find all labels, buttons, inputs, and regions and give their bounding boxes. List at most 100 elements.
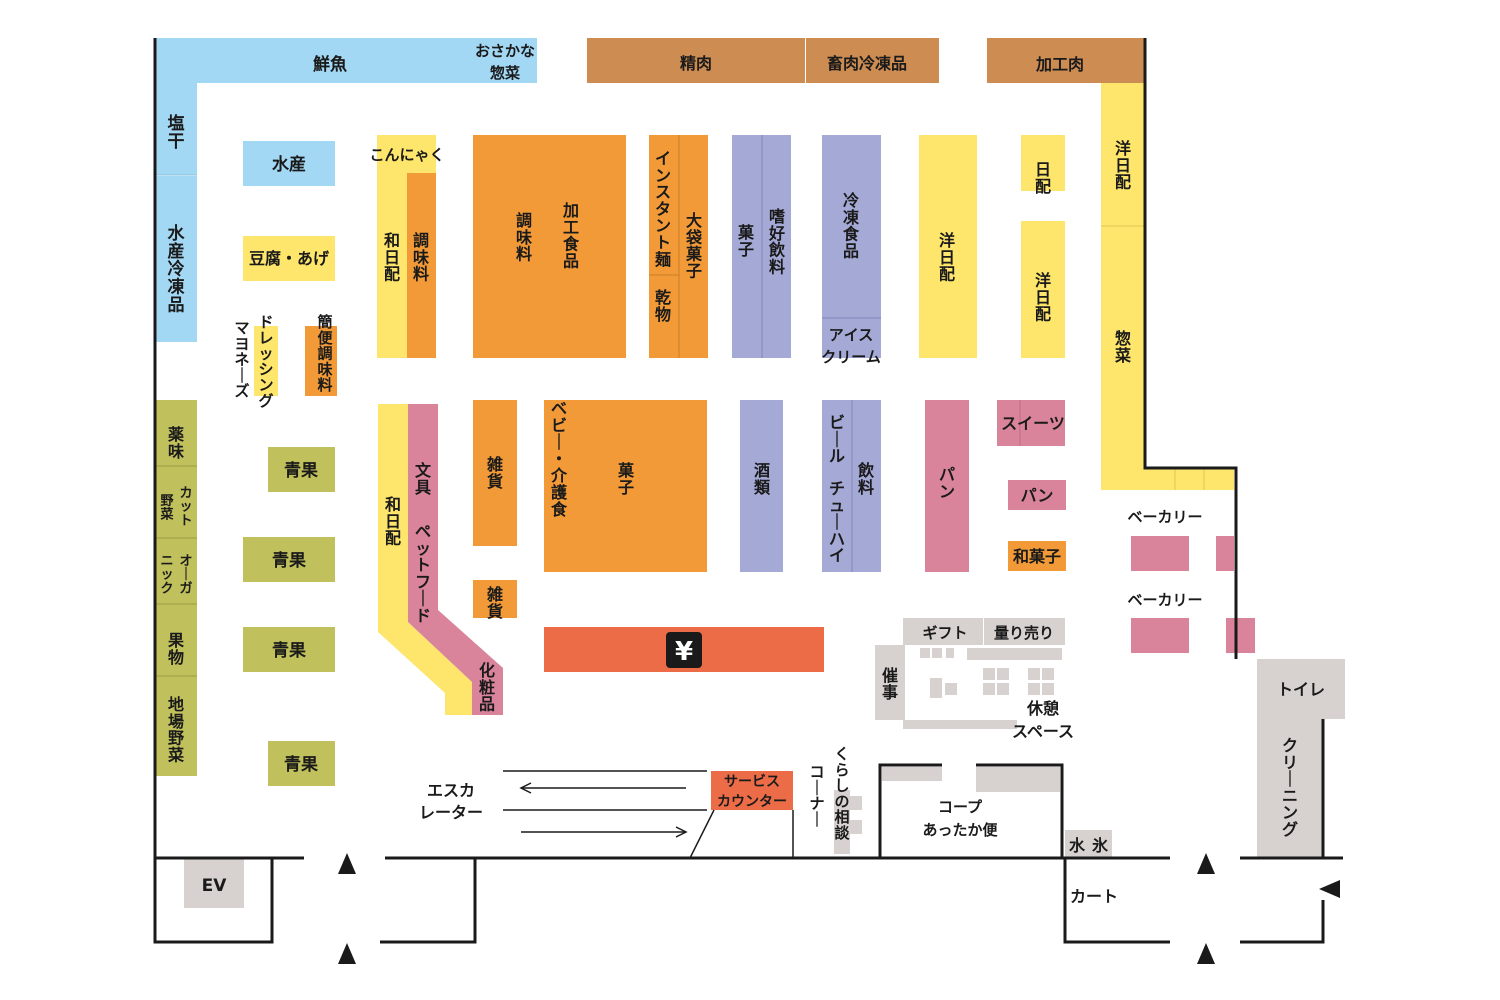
- coop-door: [942, 760, 976, 770]
- dressing-shelf[interactable]: [254, 326, 278, 396]
- service-label-1: サービス: [724, 774, 780, 790]
- kurashi-chair-1: [850, 796, 862, 810]
- sweets-shelf[interactable]: [997, 400, 1065, 446]
- inryo-shelf[interactable]: [852, 400, 881, 572]
- seika-shelf-2[interactable]: [243, 537, 335, 582]
- younichi-shelf-1[interactable]: [919, 135, 977, 358]
- seika-shelf-1[interactable]: [268, 447, 335, 492]
- fruit-label: 果物: [167, 631, 184, 667]
- rest-bar: [903, 720, 1017, 729]
- inryo-label: 飲料: [857, 461, 875, 497]
- kanbutsu-label: 乾物: [655, 288, 671, 324]
- konnyaku-shelf[interactable]: [377, 135, 436, 173]
- tofu-shelf[interactable]: [243, 236, 335, 281]
- sake-shelf[interactable]: [740, 400, 783, 572]
- kurashi-desk[interactable]: [834, 790, 850, 854]
- zakka-shelf-2[interactable]: [473, 580, 517, 618]
- processed-meat-counter[interactable]: [987, 38, 1145, 83]
- pan-shelf-1[interactable]: [925, 400, 969, 572]
- ofukuro-shelf[interactable]: [679, 135, 708, 358]
- saiji-label: 催事: [882, 666, 898, 702]
- meat-counter[interactable]: [587, 38, 805, 83]
- pan-label-2: パン: [1021, 486, 1054, 505]
- fish-counter[interactable]: [155, 38, 473, 83]
- baby-label: ベビ｜・介護食: [550, 399, 568, 519]
- nichi-shelf[interactable]: [1021, 135, 1065, 191]
- hakari-counter[interactable]: [984, 618, 1065, 645]
- bungu-petfood-shelf[interactable]: [408, 404, 503, 715]
- younichi-label-2: 洋日配: [1035, 271, 1051, 324]
- saiji-area[interactable]: [875, 645, 905, 720]
- bakery-shelf-3[interactable]: [1131, 618, 1189, 653]
- water-station[interactable]: [1065, 830, 1089, 857]
- gift-counter[interactable]: [903, 618, 983, 645]
- beer-shelf[interactable]: [822, 400, 852, 572]
- ice-station[interactable]: [1089, 830, 1112, 857]
- souzai-right-label: 惣菜: [1114, 329, 1131, 365]
- service-counter[interactable]: [711, 771, 793, 810]
- reitou-label: 冷凍食品: [842, 191, 860, 260]
- frozen-meat-counter[interactable]: [806, 38, 939, 83]
- bakery-label-1: ベーカリー: [1127, 508, 1202, 526]
- souzai-right-shelf[interactable]: [1101, 226, 1145, 490]
- chomiryo-shelf-1[interactable]: [407, 173, 436, 358]
- ice-shelf[interactable]: [822, 318, 881, 358]
- reitou-shelf[interactable]: [822, 135, 881, 318]
- wagashi-shelf[interactable]: [1008, 541, 1066, 571]
- hakari-label: 量り売り: [994, 624, 1054, 642]
- wanichi-shelf-2[interactable]: [378, 404, 472, 715]
- bakery-shelf-2[interactable]: [1216, 536, 1234, 571]
- shikou-shelf[interactable]: [762, 135, 791, 358]
- seika-shelf-4[interactable]: [268, 741, 335, 786]
- bottom-area: エスカ レーター サービス カウンター くらしの相談 コ｜ナ｜ コープ あったか…: [184, 745, 1118, 908]
- escalator-label-2: レーター: [419, 803, 483, 822]
- rest-tables: [920, 648, 1062, 698]
- bakery-shelf-4[interactable]: [1226, 618, 1255, 653]
- instant-shelf[interactable]: [649, 135, 679, 358]
- ev-elevator[interactable]: [184, 858, 244, 908]
- zakka-shelf-1[interactable]: [473, 400, 517, 546]
- sweets-label: スイーツ: [1001, 414, 1065, 433]
- kakou-shelf[interactable]: [473, 135, 626, 358]
- instant-label: インスタント麺: [654, 149, 671, 269]
- coop-label-2: あったか便: [922, 821, 998, 839]
- younichi-right-shelf[interactable]: [1101, 83, 1145, 226]
- osakana-label: おさかな: [475, 42, 535, 60]
- right-bottom-shelf[interactable]: [1145, 468, 1234, 490]
- shiohoshi-shelf[interactable]: [155, 83, 197, 175]
- suisan-frozen-shelf[interactable]: [155, 176, 197, 342]
- suisan-shelf[interactable]: [243, 141, 335, 186]
- pan-shelf-2[interactable]: [1008, 480, 1066, 510]
- wanichi-label-2: 和日配: [385, 495, 401, 548]
- entrance-arrow-icon: [1319, 880, 1340, 898]
- wanichi-shelf-1[interactable]: [377, 173, 407, 358]
- younichi-shelf-2[interactable]: [1021, 221, 1065, 358]
- bakery-area: ベーカリー ベーカリー: [1127, 508, 1255, 653]
- osakana-souzai-counter[interactable]: [473, 38, 537, 83]
- cream-label: クリーム: [821, 348, 881, 366]
- coop-label-1: コープ: [938, 798, 983, 816]
- bakery-shelf-1[interactable]: [1131, 536, 1189, 571]
- chuhai-label: チュ｜ハイ: [829, 479, 845, 565]
- right-facilities: トイレ クリ｜ニング: [1257, 659, 1345, 857]
- toilet-label: トイレ: [1277, 680, 1325, 699]
- produce-wall-shelf[interactable]: [155, 400, 197, 776]
- dressing-label: ドレッシング: [258, 313, 273, 410]
- kanben-shelf[interactable]: [305, 326, 337, 396]
- osakana-souzai-label: 惣菜: [490, 64, 520, 82]
- zakka-label-2: 雑貨: [486, 585, 503, 621]
- suisan-frozen-label: 水産冷凍品: [168, 223, 186, 315]
- coop-counter-2: [976, 767, 1060, 792]
- kurashi-chair-2: [850, 820, 862, 834]
- left-aisle-items: 水産 豆腐・あげ ドレッシング マヨネ｜ズ 簡便調味料 青果 青果 青果 青果: [234, 141, 337, 786]
- baby-shelf[interactable]: [544, 400, 574, 514]
- cleaning-shop[interactable]: [1257, 719, 1323, 857]
- toilet-room[interactable]: [1257, 659, 1345, 719]
- konnyaku-label: こんにゃく: [369, 146, 444, 164]
- kashi-shelf-1[interactable]: [732, 135, 762, 358]
- seika-shelf-3[interactable]: [243, 627, 335, 672]
- entrance-arrows: [338, 853, 1340, 964]
- entrance-arrow-icon: [338, 943, 356, 964]
- cut-label-2: 野菜: [159, 494, 173, 523]
- frozen-meat-label: 畜肉冷凍品: [827, 54, 907, 73]
